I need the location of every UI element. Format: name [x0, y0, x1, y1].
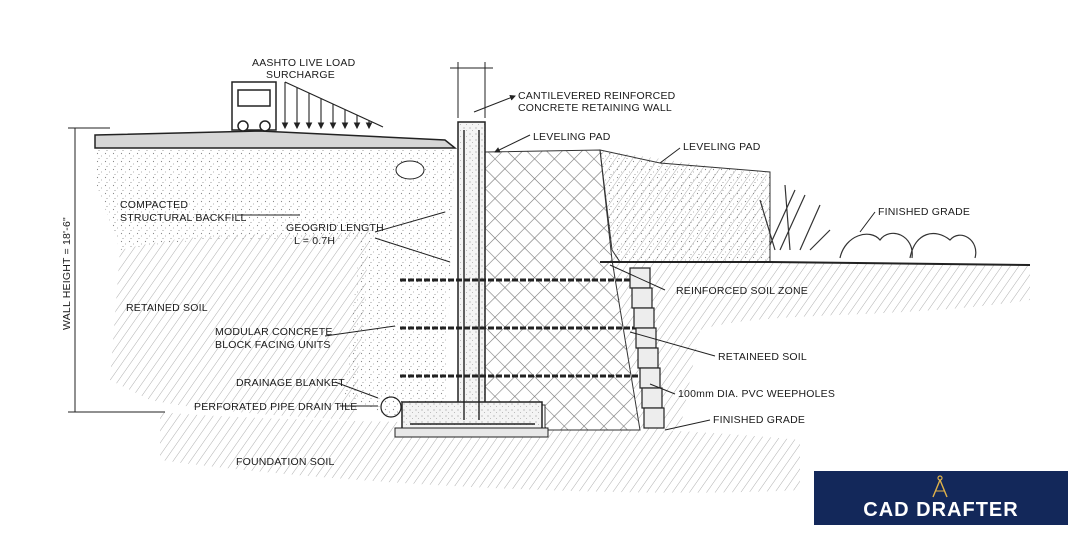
block-facing-label: MODULAR CONCRETE: [215, 326, 333, 338]
drain-culvert-icon: [395, 160, 425, 180]
live-load-label: AASHTO LIVE LOAD: [252, 57, 356, 69]
brand-logo: CAD DRAFTER: [814, 471, 1068, 525]
live-load-label: SURCHARGE: [266, 69, 335, 81]
wall-height-label: WALL HEIGHT = 18'-6": [61, 217, 73, 330]
concrete-stem-wall: [457, 121, 486, 413]
backfill-label: STRUCTURAL BACKFILL: [120, 212, 247, 224]
cantilever-wall-label: CANTILEVERED REINFORCED: [518, 90, 676, 102]
road-surface: [94, 130, 458, 149]
backfill-label: COMPACTED: [120, 199, 188, 211]
wall-width-dimension: [450, 62, 493, 118]
surcharge-load-arrows: [281, 81, 384, 130]
finished-grade-label: FINISHED GRADE: [878, 206, 970, 218]
block-facing-label: BLOCK FACING UNITS: [215, 339, 331, 351]
leader-lines: [237, 95, 876, 431]
retained-soil-region: [110, 230, 370, 420]
pipe-drain-label: PERFORATED PIPE DRAIN TILE: [194, 401, 358, 413]
drainage-blanket-label: DRAINAGE BLANKET: [236, 377, 345, 389]
leveling-pad-label: LEVELING PAD: [533, 131, 611, 143]
leveling-pad-label: LEVELING PAD: [683, 141, 761, 153]
finished-grade-line: [600, 261, 1031, 266]
shrub-icon: [759, 184, 977, 259]
geogrid-label: L = 0.7H: [294, 235, 335, 247]
concrete-footing: [401, 401, 543, 431]
weepholes-label: 100mm DIA. PVC WEEPHOLES: [678, 388, 835, 400]
retained-soil-right-label: RETAINEED SOIL: [718, 351, 807, 363]
modular-block-facing: [629, 267, 665, 429]
cantilever-wall-label: CONCRETE RETAINING WALL: [518, 102, 672, 114]
brand-name: CAD DRAFTER: [863, 499, 1019, 521]
drafting-compass-icon: [932, 475, 948, 498]
foundation-soil-region: [160, 412, 800, 493]
wall-height-dimension: [68, 127, 165, 413]
geogrid-label: GEOGRID LENGTH: [286, 222, 384, 234]
retained-soil-label: RETAINED SOIL: [126, 302, 208, 314]
finished-grade-bottom-label: FINISHED GRADE: [713, 414, 805, 426]
reinforced-zone-label: REINFORCED SOIL ZONE: [676, 285, 808, 297]
geogrid-layers: [400, 278, 650, 378]
perforated-pipe-icon: [380, 396, 402, 418]
right-upper-grade: [599, 149, 771, 263]
truck-icon: [231, 81, 277, 132]
leveling-base: [394, 427, 549, 438]
foundation-soil-label: FOUNDATION SOIL: [236, 456, 334, 468]
compacted-backfill-region: [95, 140, 455, 420]
